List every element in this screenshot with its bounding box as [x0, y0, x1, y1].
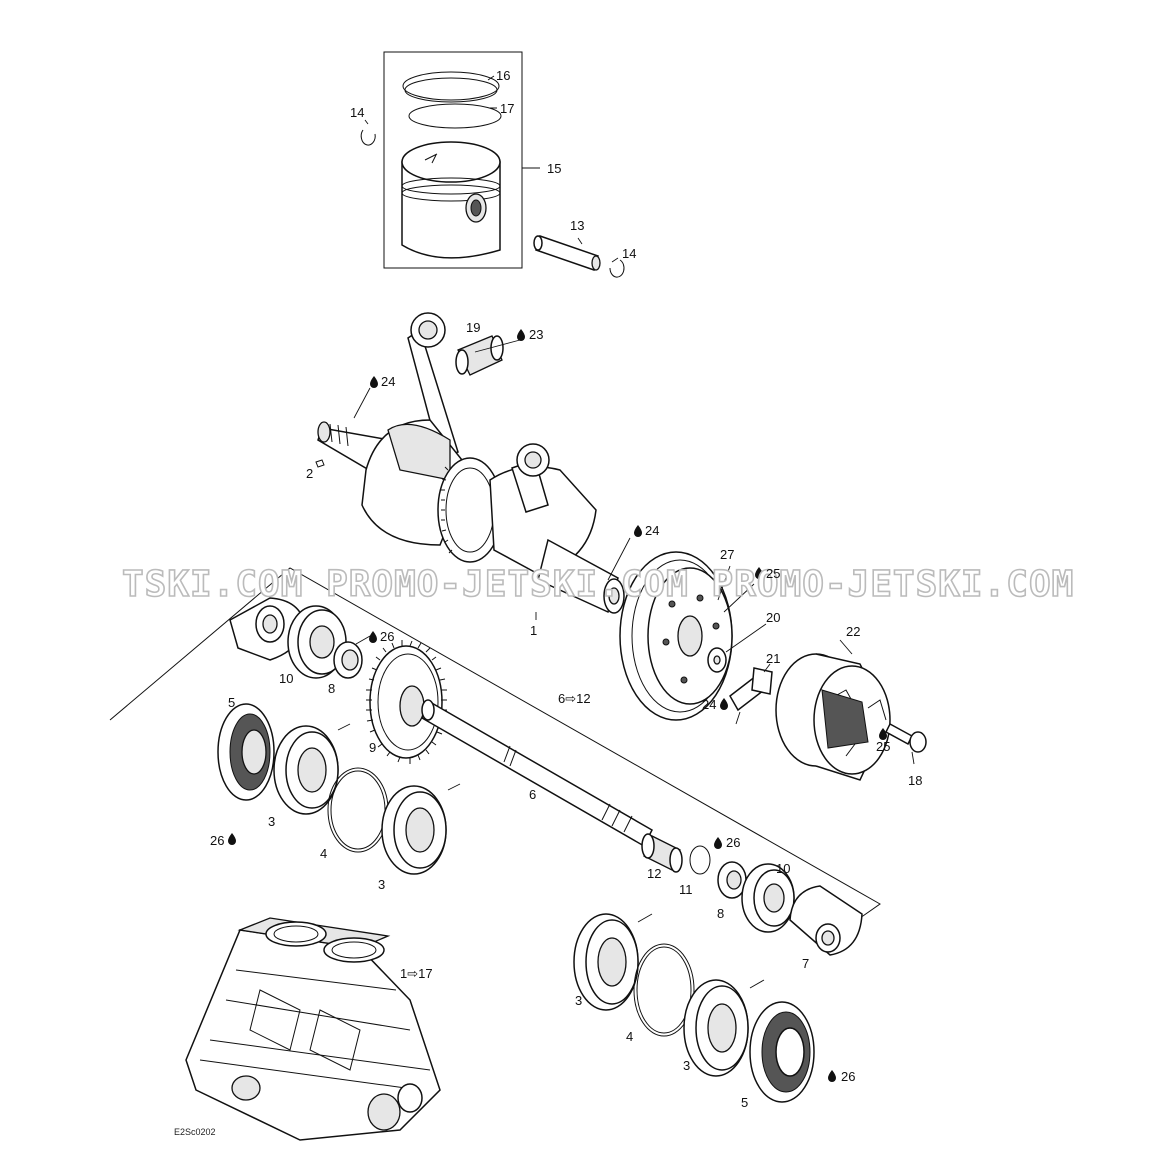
bearing-10-right [741, 863, 795, 933]
label-10-right: 10 [776, 861, 790, 876]
label-27: 27 [720, 547, 734, 562]
seal-5-left [217, 703, 275, 801]
bearing-3-right-lower [683, 979, 765, 1077]
lubricant-drop-icon [228, 329, 887, 1082]
label-26-bottom: 26 [841, 1069, 855, 1084]
label-8-left: 8 [328, 681, 335, 696]
label-5-left: 5 [228, 695, 235, 710]
circlip-14-right [609, 259, 625, 278]
watermark-text: TSKI.COM PROMO-JETSKI.COM PROMO-JETSKI.C… [122, 564, 1074, 605]
bearing-3-left-lower [381, 783, 461, 875]
label-13: 13 [570, 218, 584, 233]
crankshaft-assembly [315, 312, 631, 620]
label-6: 6 [529, 787, 536, 802]
label-22: 22 [846, 624, 860, 639]
label-25-lower: 25 [876, 739, 890, 754]
label-14-left: 14 [350, 105, 364, 120]
label-26-upper: 26 [380, 629, 394, 644]
label-25-upper: 25 [766, 566, 780, 581]
callout-labels: 16 17 14 15 13 14 19 23 24 2 24 1 27 25 … [174, 68, 922, 1137]
label-24-lower: 24 [702, 697, 716, 712]
label-21: 21 [766, 651, 780, 666]
label-26-right: 26 [726, 835, 740, 850]
label-3-left-lower: 3 [378, 877, 385, 892]
seal-5-right [749, 1001, 815, 1103]
label-3-right-lower: 3 [683, 1058, 690, 1073]
ring-11 [689, 845, 711, 875]
label-3-right-upper: 3 [575, 993, 582, 1008]
label-10-left: 10 [279, 671, 293, 686]
label-1-to-17: 1⇨17 [400, 966, 433, 981]
label-3-left-upper: 3 [268, 814, 275, 829]
balancer-shaft-6 [421, 699, 653, 848]
piston-ring-17 [408, 103, 502, 129]
gear-9 [366, 640, 447, 764]
label-4-right: 4 [626, 1029, 633, 1044]
bearing-3-left-upper [273, 723, 351, 815]
piston-ring-16-inner [404, 77, 498, 103]
label-11: 11 [679, 882, 693, 897]
needle-bearing-19 [455, 335, 504, 376]
label-18: 18 [908, 773, 922, 788]
piston-group [360, 51, 625, 278]
o-ring-4-right [633, 943, 695, 1037]
balancer-frame [109, 567, 881, 919]
diagram-code: E2Sc0202 [174, 1127, 216, 1137]
piston-15 [401, 141, 501, 259]
bolt-21 [729, 667, 773, 712]
bearing-3-right-upper [573, 913, 653, 1011]
label-23: 23 [529, 327, 543, 342]
label-8-right: 8 [717, 906, 724, 921]
coupling-22 [775, 639, 891, 781]
crankcase-assembly [185, 917, 441, 1141]
counterweight-7 [789, 885, 863, 956]
label-12: 12 [647, 866, 661, 881]
counterweight-left [229, 597, 306, 661]
crankshaft-right-end [537, 538, 625, 614]
label-7: 7 [802, 956, 809, 971]
label-17: 17 [500, 101, 514, 116]
label-24-upper: 24 [381, 374, 395, 389]
label-5-right: 5 [741, 1095, 748, 1110]
label-1: 1 [530, 623, 537, 638]
label-26-left: 26 [210, 833, 224, 848]
label-2: 2 [306, 466, 313, 481]
label-16: 16 [496, 68, 510, 83]
label-6-to-12: 6⇨12 [558, 691, 591, 706]
label-15: 15 [547, 161, 561, 176]
woodruff-key-2 [315, 459, 325, 468]
label-20: 20 [766, 610, 780, 625]
label-4-left: 4 [320, 846, 327, 861]
piston-box [383, 51, 523, 269]
o-ring-4-left [327, 767, 389, 853]
piston-ring-16 [402, 71, 500, 101]
label-9: 9 [369, 740, 376, 755]
screw-18 [885, 722, 927, 765]
circlip-14-left [360, 129, 376, 146]
label-24-right: 24 [645, 523, 659, 538]
needle-bearing-12 [641, 833, 683, 873]
label-14-right: 14 [622, 246, 636, 261]
label-19: 19 [466, 320, 480, 335]
piston-pin-13 [533, 235, 601, 271]
